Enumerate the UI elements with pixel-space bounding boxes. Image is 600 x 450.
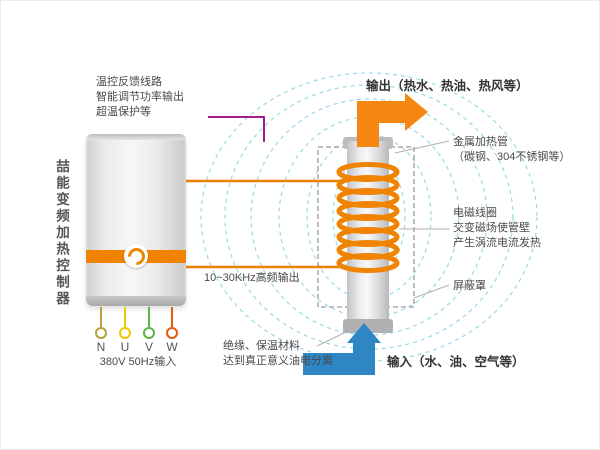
terminal-ring-icon — [143, 327, 155, 339]
device-vertical-title: 喆能变频加热控制器 — [54, 159, 69, 308]
output-pipe-arrow — [357, 93, 428, 147]
insulation-label-line2: 达到真正意义油电分离 — [223, 355, 333, 367]
shield-label: 屏蔽罩 — [453, 280, 486, 292]
pipe-label-line1: 金属加热管 — [453, 136, 508, 148]
feedback-line — [208, 116, 265, 142]
feedback-label-line2: 智能调节功率输出 — [96, 91, 184, 103]
coil-label-line1: 电磁线圈 — [453, 207, 497, 219]
wire-w — [171, 307, 173, 327]
terminal-ring-icon — [95, 327, 107, 339]
terminal-ring-icon — [166, 327, 178, 339]
wire-u — [124, 307, 126, 327]
controller-box — [86, 134, 186, 306]
input-pipe-arrow — [303, 323, 381, 375]
controller-base — [86, 296, 186, 306]
induction-coil — [336, 162, 400, 273]
hf-output-label: 10~30KHz高频输出 — [204, 272, 300, 284]
coil-label-line3: 产生涡流电流发热 — [453, 237, 541, 249]
terminal-label: W — [166, 340, 178, 354]
terminal-label: U — [120, 340, 130, 354]
magnetic-field-lines — [200, 72, 538, 362]
brand-logo-icon — [123, 243, 149, 269]
input-label: 输入（水、油、空气等） — [387, 355, 525, 369]
insulation-label-line1: 绝缘、保温材料 — [223, 340, 300, 352]
controller-top-cap — [86, 134, 186, 140]
terminal-ring-icon — [119, 327, 131, 339]
wire-v — [148, 307, 150, 327]
hf-output-wires — [186, 179, 347, 269]
pipe-label-line2: （碳钢、304不锈钢等） — [453, 151, 571, 163]
power-input-label: 380V 50Hz输入 — [99, 356, 177, 368]
terminal-label: V — [144, 340, 153, 354]
feedback-label-line3: 超温保护等 — [96, 106, 151, 118]
feedback-label-line1: 温控反馈线路 — [96, 76, 162, 88]
leader-lines — [316, 140, 450, 347]
coil-label-line2: 交变磁场使管壁 — [453, 222, 530, 234]
terminal-label: N — [96, 340, 106, 354]
power-terminals: N U V W — [86, 307, 190, 369]
wire-n — [100, 307, 102, 327]
output-label: 输出（热水、热油、热风等） — [366, 79, 529, 93]
